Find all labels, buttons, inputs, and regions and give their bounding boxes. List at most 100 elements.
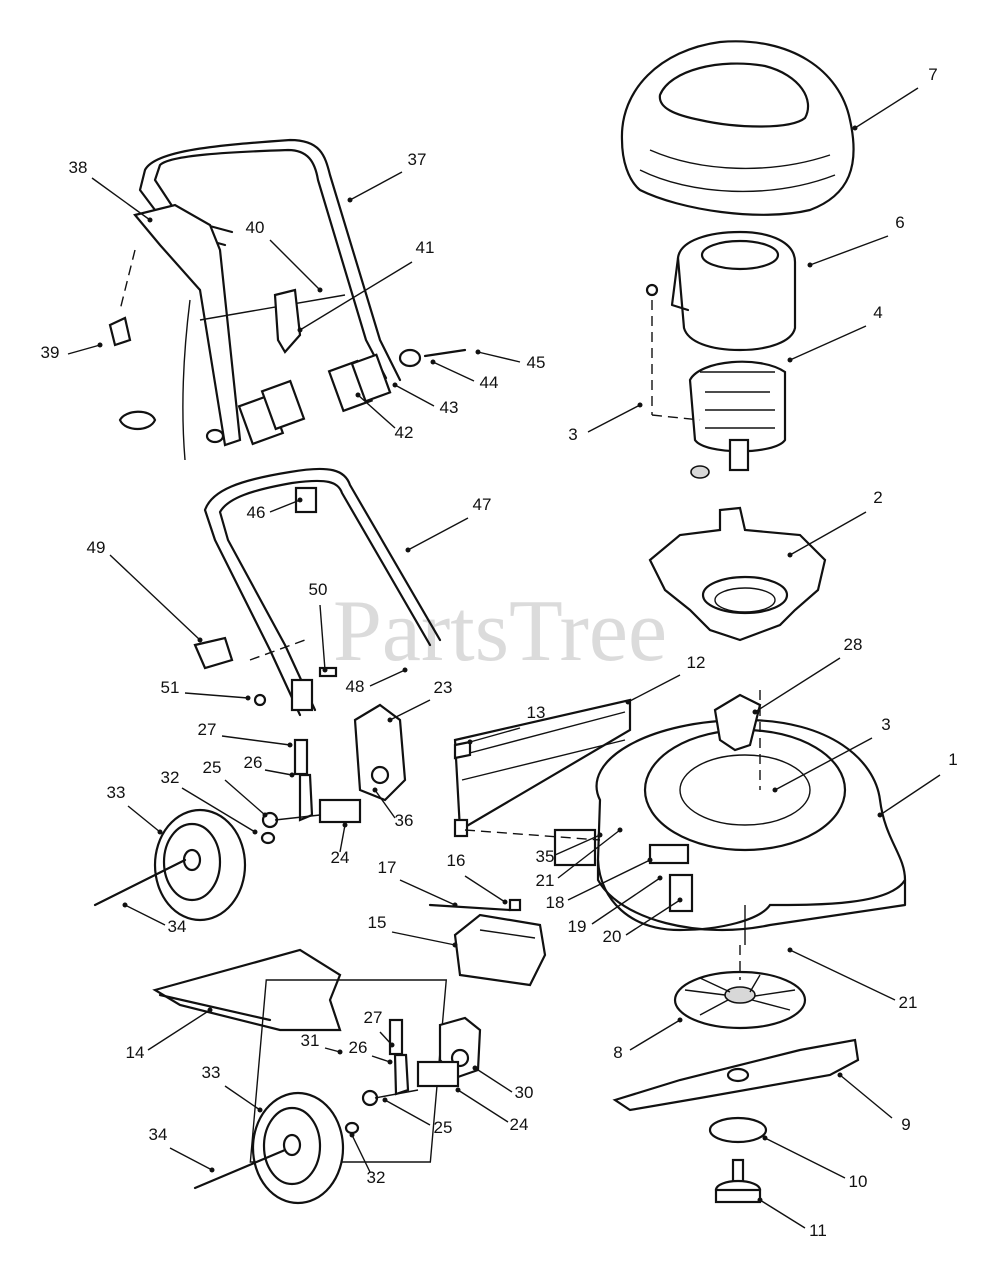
part-motor-base-2 (648, 506, 827, 642)
leader-tip-27 (287, 742, 293, 748)
leader-line-15 (391, 931, 456, 946)
part-deflector-14 (152, 948, 342, 1032)
leader-line-21 (557, 829, 621, 879)
leader-line-49 (109, 554, 201, 641)
leader-tip-14 (207, 1007, 213, 1013)
leader-tip-9 (837, 1072, 843, 1078)
leader-tip-24b (455, 1087, 461, 1093)
callout-19: 19 (568, 917, 587, 936)
callout-11: 11 (809, 1221, 827, 1240)
leader-tip-24 (342, 822, 348, 828)
leader-tip-42 (355, 392, 361, 398)
callout-4: 4 (873, 303, 882, 322)
callout-27b: 27 (364, 1008, 383, 1027)
callout-45: 45 (527, 353, 546, 372)
leader-line-47 (407, 517, 469, 551)
leader-tip-49 (197, 637, 203, 643)
leader-line-34b (169, 1147, 213, 1171)
part-wheel-front-33 (193, 1091, 360, 1205)
callout-31: 31 (301, 1031, 320, 1050)
callout-30: 30 (515, 1083, 534, 1102)
watermark: PartsTree (333, 583, 667, 680)
callout-33: 33 (107, 783, 126, 802)
leader-line-1 (879, 774, 941, 816)
callout-2: 2 (873, 488, 882, 507)
part-fan-8 (673, 945, 807, 1030)
leader-line-3 (587, 404, 641, 433)
callout-24: 24 (331, 848, 350, 867)
leader-line-33b (224, 1085, 261, 1111)
callout-21: 21 (536, 871, 555, 890)
callout-10: 10 (849, 1172, 868, 1191)
leader-tip-15 (452, 942, 458, 948)
callout-51: 51 (161, 678, 180, 697)
callout-6: 6 (895, 213, 904, 232)
leader-tip-51 (245, 695, 251, 701)
leader-tip-25b (382, 1097, 388, 1103)
leader-tip-25 (262, 812, 268, 818)
leader-line-25b (384, 1099, 431, 1126)
leader-line-23 (389, 699, 431, 721)
callout-21b: 21 (899, 993, 918, 1012)
callout-47: 47 (473, 495, 492, 514)
leader-line-40 (269, 239, 321, 291)
leader-tip-37 (347, 197, 353, 203)
leader-tip-41 (297, 327, 303, 333)
leader-tip-31 (337, 1049, 343, 1055)
callout-28: 28 (844, 635, 863, 654)
leader-line-18 (567, 859, 651, 901)
leader-tip-34 (122, 902, 128, 908)
callout-3b: 3 (881, 715, 890, 734)
leader-line-19 (591, 877, 661, 925)
leader-tip-50 (322, 667, 328, 673)
callout-26: 26 (244, 753, 263, 772)
part-rear-rail-12 (453, 698, 632, 867)
leader-line-27b (379, 1031, 393, 1046)
leader-line-26 (264, 769, 293, 776)
callout-46: 46 (247, 503, 266, 522)
blade-center-hole (726, 1067, 750, 1083)
leader-line-32b (351, 1134, 371, 1173)
leader-tip-20 (677, 897, 683, 903)
leader-tip-8 (677, 1017, 683, 1023)
leader-line-41 (299, 261, 413, 331)
leader-tip-33 (157, 829, 163, 835)
part-motor-4 (645, 283, 787, 479)
leader-tip-10 (762, 1135, 768, 1141)
leader-tip-17 (452, 902, 458, 908)
leader-tip-35 (597, 832, 603, 838)
callout-12: 12 (687, 653, 706, 672)
callout-14: 14 (126, 1043, 145, 1062)
leader-line-7 (854, 87, 919, 129)
callout-48: 48 (346, 677, 365, 696)
leader-line-43 (394, 384, 435, 407)
leader-tip-7 (852, 125, 858, 131)
leader-line-33 (127, 805, 161, 833)
leader-line-46 (269, 499, 301, 513)
leader-line-39 (67, 344, 101, 355)
leader-line-45 (477, 351, 521, 363)
part-washer-10 (708, 1116, 768, 1144)
leader-line-50 (319, 604, 326, 671)
callout-49: 49 (87, 538, 106, 557)
leader-tip-27b (389, 1042, 395, 1048)
callout-3: 3 (568, 425, 577, 444)
leader-line-16 (464, 875, 506, 903)
leader-tip-12 (625, 699, 631, 705)
leader-line-28 (754, 657, 841, 713)
callout-24b: 24 (510, 1115, 529, 1134)
part-bolt-11 (714, 1158, 762, 1204)
part-wheel-rear-33 (93, 808, 276, 922)
leader-line-27 (221, 735, 291, 746)
part-bracket-28 (713, 693, 762, 752)
leader-tip-32 (252, 829, 258, 835)
leader-line-31 (324, 1047, 341, 1053)
callout-41: 41 (416, 238, 435, 257)
leader-tip-34b (209, 1167, 215, 1173)
callout-26b: 26 (349, 1038, 368, 1057)
leader-line-6 (809, 235, 889, 266)
leader-line-2 (789, 511, 867, 556)
leader-tip-33b (257, 1107, 263, 1113)
part-cover-7 (620, 40, 855, 216)
